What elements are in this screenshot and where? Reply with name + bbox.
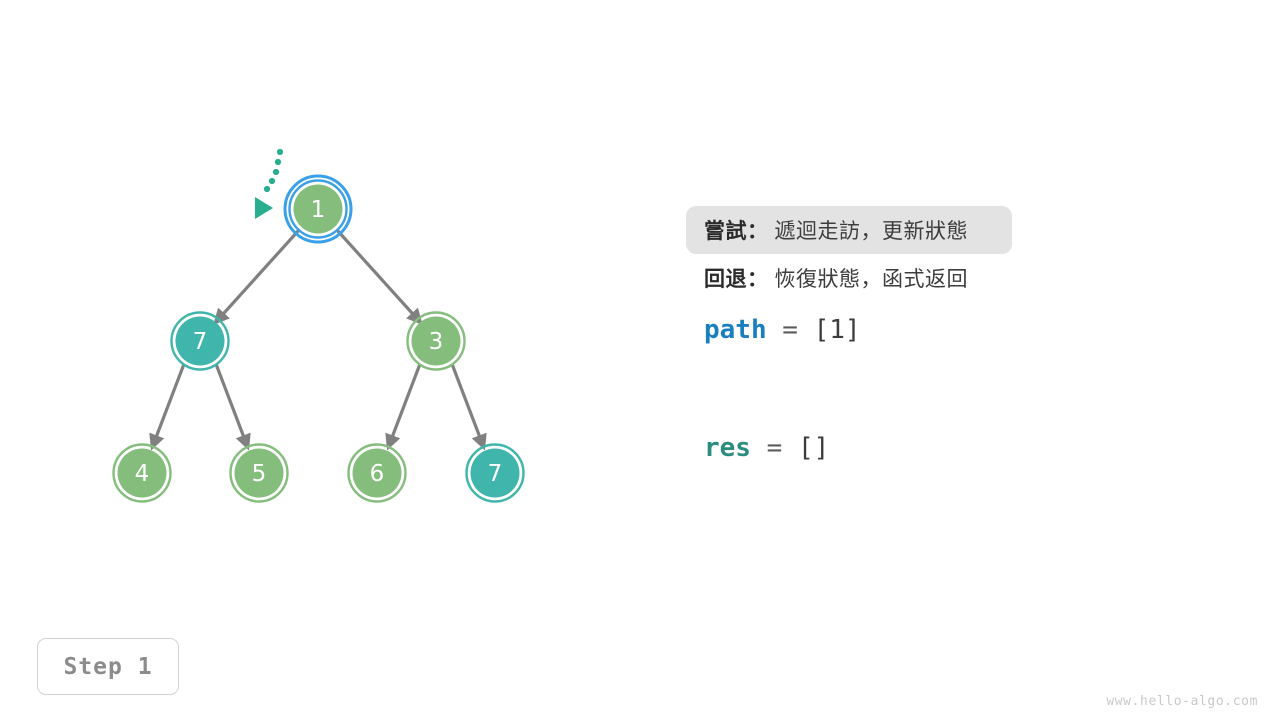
pointer-dot — [263, 185, 271, 193]
step-badge: Step 1 — [37, 638, 179, 695]
tree-node-4[interactable]: 4 — [112, 443, 172, 503]
pointer-dot — [272, 168, 280, 176]
node-circle — [117, 448, 167, 498]
node-circle — [470, 448, 520, 498]
edge-3-7 — [450, 363, 487, 451]
res-equals-sign: = — [750, 433, 798, 463]
node-circle — [352, 448, 402, 498]
pointer-dot — [268, 177, 276, 185]
tree-node-6[interactable]: 6 — [347, 443, 407, 503]
node-outer-ring — [347, 443, 407, 503]
node-label: 7 — [488, 461, 503, 487]
hint-try-text: 遞迴走訪，更新狀態 — [774, 219, 968, 243]
edge-1-3 — [335, 228, 423, 325]
state-info-panel: 嘗試： 遞迴走訪，更新狀態 回退： 恢復狀態，函式返回 path = [1] r… — [686, 206, 1246, 476]
res-variable-name: res — [704, 433, 751, 463]
tree-node-5[interactable]: 5 — [229, 443, 289, 503]
node-label: 4 — [135, 461, 150, 487]
pointer-triangle-icon — [255, 197, 273, 219]
node-outer-ring — [112, 443, 172, 503]
binary-tree-diagram: 1 7 3 4 5 6 7 — [112, 148, 525, 503]
pointer-dot — [274, 158, 282, 166]
tree-node-1[interactable]: 1 — [283, 174, 353, 244]
node-circle — [175, 316, 225, 366]
hint-try-label: 嘗試： — [704, 219, 769, 243]
node-outer-ring — [170, 311, 230, 371]
node-label: 7 — [193, 329, 208, 355]
panel-spacer — [686, 358, 1246, 420]
hint-backtrack-text: 恢復狀態，函式返回 — [774, 267, 968, 291]
hint-try-row: 嘗試： 遞迴走訪，更新狀態 — [686, 206, 1012, 254]
path-variable-value: [1] — [813, 315, 861, 345]
edge-7-4 — [149, 363, 186, 451]
watermark: www.hello-algo.com — [1106, 694, 1258, 709]
edge-7-5 — [214, 363, 251, 451]
node-outer-ring — [465, 443, 525, 503]
path-variable-row: path = [1] — [686, 302, 1246, 358]
node-label: 6 — [370, 461, 385, 487]
node-circle — [234, 448, 284, 498]
hint-backtrack-row: 回退： 恢復狀態，函式返回 — [686, 254, 1246, 302]
node-circle — [411, 316, 461, 366]
tree-node-7-left[interactable]: 7 — [170, 311, 230, 371]
edge-1-7 — [213, 228, 301, 325]
pointer-dot — [276, 148, 284, 156]
path-equals-sign: = — [766, 315, 814, 345]
node-label: 3 — [429, 329, 444, 355]
node-outer-ring — [406, 311, 466, 371]
node-label: 5 — [252, 461, 267, 487]
edge-3-6 — [385, 363, 422, 451]
tree-node-3[interactable]: 3 — [406, 311, 466, 371]
res-variable-value: [] — [797, 433, 830, 463]
step-badge-label: Step 1 — [63, 653, 153, 680]
node-label: 1 — [311, 197, 326, 223]
hint-backtrack-label: 回退： — [704, 267, 769, 291]
node-outer-ring — [229, 443, 289, 503]
tree-edges — [149, 228, 487, 451]
recursion-entry-pointer — [255, 148, 284, 219]
node-highlight-ring — [283, 174, 353, 244]
res-variable-row: res = [] — [686, 420, 1246, 476]
node-outer-ring — [288, 179, 348, 239]
path-variable-name: path — [704, 315, 767, 345]
node-circle — [293, 184, 343, 234]
tree-node-7-right[interactable]: 7 — [465, 443, 525, 503]
